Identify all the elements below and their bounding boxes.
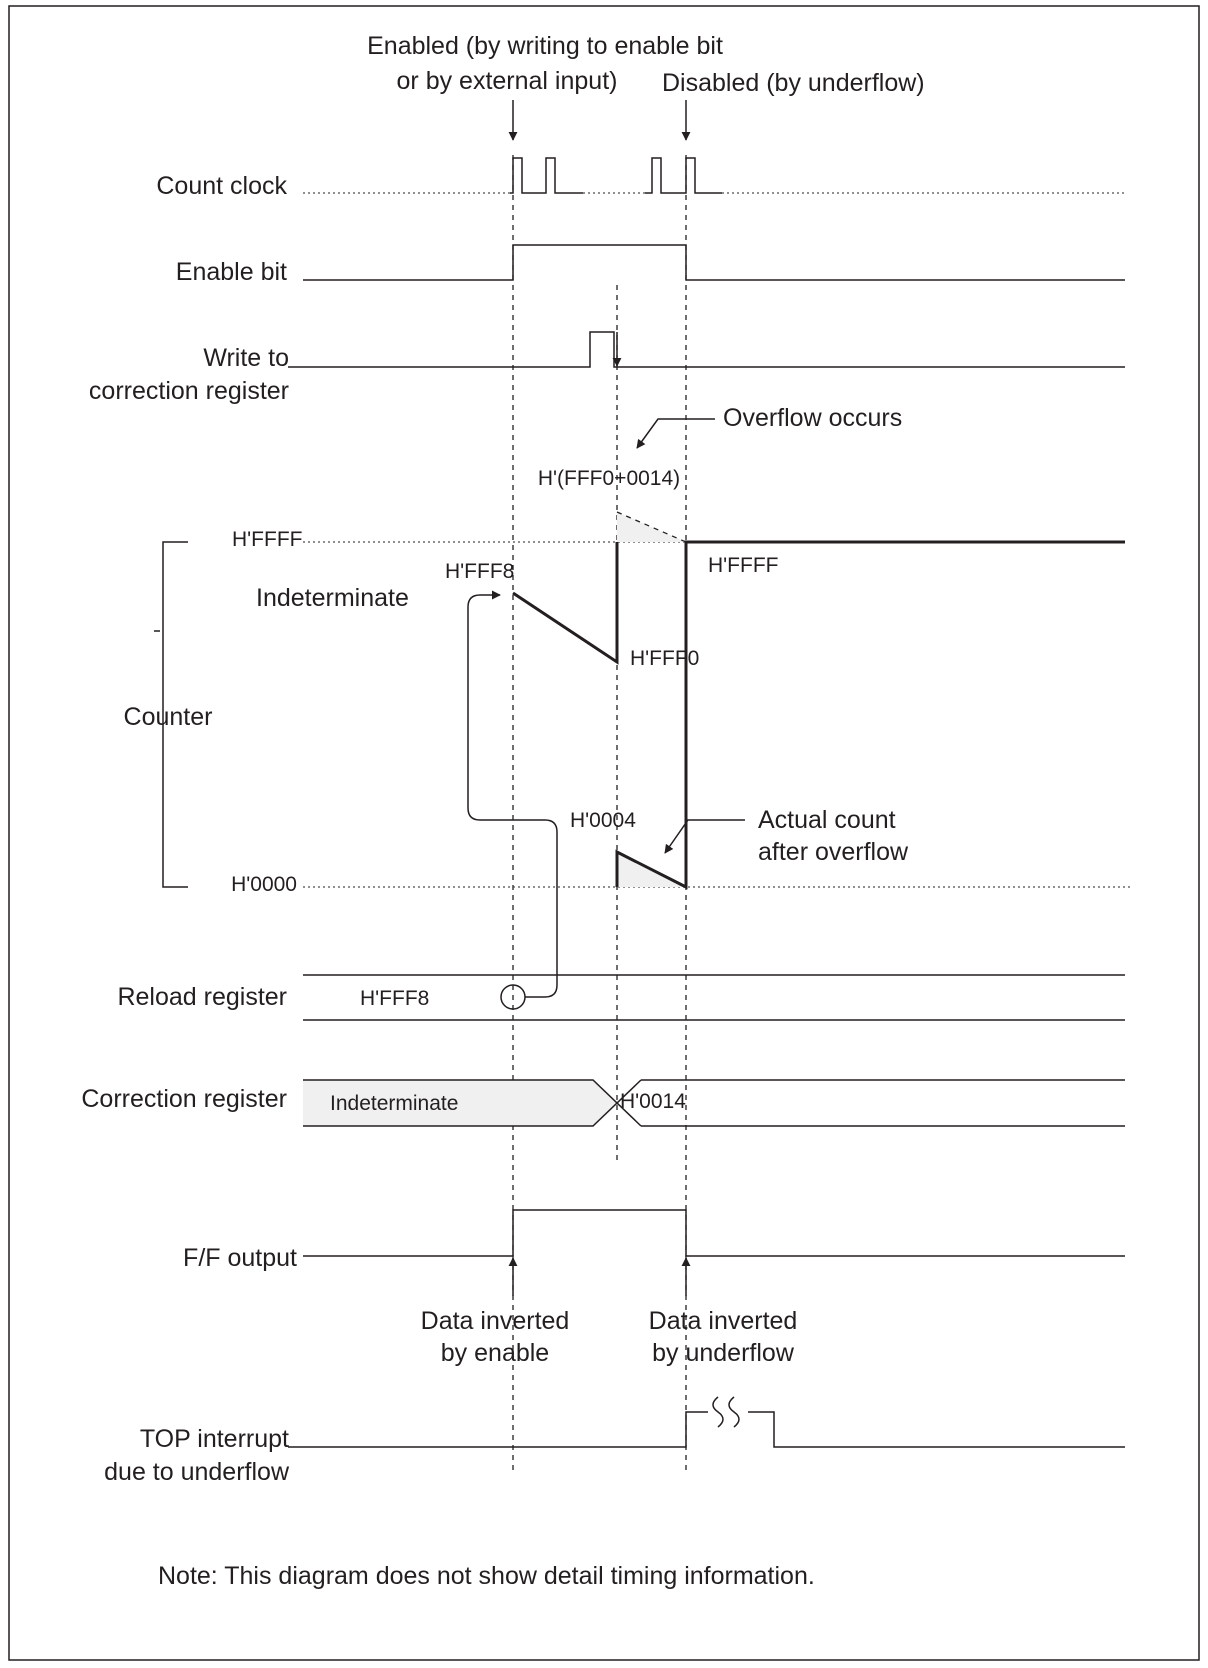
data-inv-enable-2: by enable [441, 1339, 549, 1367]
label-top-int-1: TOP interrupt [140, 1425, 289, 1453]
correction-bus-top [303, 1079, 642, 1127]
label-write-corr-2: correction register [89, 377, 289, 405]
label-enable-bit: Enable bit [176, 258, 287, 286]
ff-output-wave [303, 1209, 1125, 1257]
correction-bus-bottom [303, 1079, 642, 1127]
enabled-annotation-line2: or by external input) [397, 67, 618, 95]
label-write-corr-1: Write to [203, 344, 289, 372]
actual-count-label-1: Actual count [758, 806, 896, 834]
data-inv-underflow-1: Data inverted [649, 1307, 798, 1335]
data-inv-underflow-2: by underflow [652, 1339, 795, 1367]
disabled-annotation: Disabled (by underflow) [662, 69, 925, 97]
counter-after-overflow-value: H'0004 [570, 809, 636, 832]
top-int-wave-left [288, 1411, 708, 1448]
counter-min-label: H'0000 [231, 873, 297, 896]
actual-count-pointer [664, 819, 745, 854]
label-top-int-2: due to underflow [104, 1458, 290, 1486]
counter-indeterminate: Indeterminate [256, 584, 409, 612]
correction-old-value: Indeterminate [330, 1092, 458, 1115]
label-ff-output: F/F output [183, 1244, 297, 1272]
counter-wave-after [615, 540, 1125, 890]
actual-count-label-2: after overflow [758, 838, 909, 866]
overflow-shade-top [617, 512, 686, 542]
label-counter: Counter [124, 703, 213, 731]
time-break-symbol [712, 1396, 740, 1428]
count-clock-pulses-1 [510, 157, 583, 194]
count-clock-pulses-2 [645, 157, 722, 194]
correction-new-value: H'0014 [620, 1090, 686, 1113]
overflow-occurs-label: Overflow occurs [723, 404, 902, 432]
correction-old-shade [303, 1080, 617, 1126]
reload-value: H'FFF8 [360, 987, 429, 1010]
diagram-frame [8, 5, 1200, 1661]
counter-max-label: H'FFFF [232, 528, 303, 551]
counter-wave [512, 542, 619, 665]
counter-after-underflow-value: H'FFFF [708, 554, 779, 577]
counter-start-value: H'FFF8 [445, 560, 514, 583]
label-count-clock: Count clock [156, 172, 287, 200]
enable-bit-wave [303, 244, 1125, 281]
counter-bracket [162, 541, 188, 888]
reload-path [467, 590, 558, 998]
label-correction-register: Correction register [81, 1085, 287, 1113]
counter-before-write-value: H'FFF0 [630, 647, 699, 670]
label-reload-register: Reload register [117, 983, 287, 1011]
reload-source-circle [500, 984, 526, 1010]
data-inv-enable-1: Data inverted [421, 1307, 570, 1335]
write-corr-wave [288, 331, 1125, 368]
overflow-projection [616, 511, 687, 543]
top-int-wave-right [748, 1411, 1125, 1448]
enabled-annotation-line1: Enabled (by writing to enable bit [367, 32, 723, 60]
overflow-value-label: H'(FFF0+0014) [538, 467, 680, 490]
overflow-pointer [636, 418, 715, 449]
diagram-note: Note: This diagram does not show detail … [158, 1562, 815, 1590]
